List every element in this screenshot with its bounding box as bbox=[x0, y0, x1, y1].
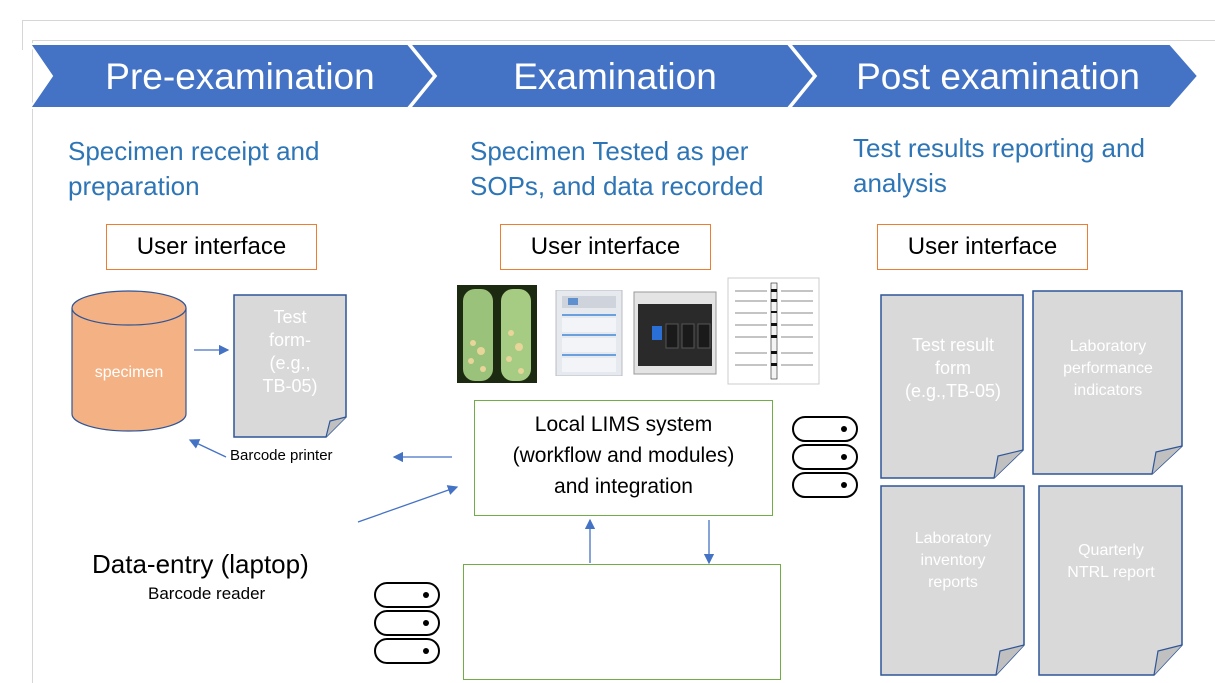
frame-inner-top-line bbox=[32, 40, 1215, 41]
stage-title-post-line1: Test results reporting and bbox=[853, 133, 1145, 163]
analyzer-image bbox=[555, 290, 623, 376]
test-result-line2: form bbox=[935, 358, 971, 378]
frame-left-line bbox=[32, 40, 33, 683]
lims-line1: Local LIMS system bbox=[534, 413, 713, 436]
test-result-line3: (e.g.,TB-05) bbox=[904, 381, 1002, 401]
performance-line3: indicators bbox=[1073, 382, 1143, 399]
lims-line3: and integration bbox=[554, 475, 693, 498]
genexpert-image bbox=[633, 291, 717, 375]
test-form-line3: (e.g., bbox=[269, 353, 311, 373]
test-form-text: Test form- (e.g., TB-05) bbox=[232, 306, 348, 398]
inventory-reports-document-icon bbox=[880, 485, 1025, 676]
ntrl-report-text: Quarterly NTRL report bbox=[1039, 540, 1183, 584]
data-entry-label: Data-entry (laptop) bbox=[92, 549, 309, 579]
performance-indicators-text: Laboratory performance indicators bbox=[1033, 336, 1183, 402]
frame-left-top-line bbox=[22, 20, 23, 50]
stage-title-pre-line1: Specimen receipt and bbox=[68, 136, 320, 166]
inventory-line1: Laboratory bbox=[914, 530, 992, 547]
chevron-pre-examination bbox=[30, 43, 436, 109]
stage-label-exam: Examination bbox=[513, 56, 717, 97]
inventory-reports-text: Laboratory inventory reports bbox=[881, 528, 1025, 594]
chevron-examination bbox=[407, 43, 816, 109]
stage-title-exam-line1: Specimen Tested as per bbox=[470, 136, 749, 166]
test-form-line2: form- bbox=[269, 330, 311, 350]
test-result-line1: Test result bbox=[911, 335, 995, 355]
database-icon-left bbox=[374, 582, 440, 664]
stage-title-post: Test results reporting and analysis bbox=[853, 131, 1145, 201]
lims-system-box: Local LIMS system (workflow and modules)… bbox=[474, 400, 773, 516]
culture-tubes-image bbox=[457, 285, 537, 383]
stage-title-pre-line2: preparation bbox=[68, 171, 200, 201]
stage-label-post: Post examination bbox=[856, 56, 1140, 97]
test-result-text: Test result form (e.g.,TB-05) bbox=[881, 334, 1025, 403]
performance-indicators-document-icon bbox=[1032, 290, 1183, 475]
frame-top-line bbox=[22, 20, 1215, 21]
stage-title-pre: Specimen receipt and preparation bbox=[68, 134, 319, 204]
specimen-label: specimen bbox=[94, 364, 164, 381]
ntrl-line1: Quarterly bbox=[1078, 542, 1144, 559]
line-probe-strip-image bbox=[727, 277, 820, 385]
user-interface-box-pre: User interface bbox=[106, 224, 317, 270]
chevron-post-examination bbox=[787, 43, 1200, 109]
ntrl-report-document-icon bbox=[1038, 485, 1183, 676]
test-form-line1: Test bbox=[273, 307, 307, 327]
inventory-line2: inventory bbox=[920, 552, 986, 569]
lims-line2: (workflow and modules) bbox=[512, 444, 735, 467]
test-form-document-icon bbox=[233, 294, 347, 438]
inventory-line3: reports bbox=[928, 574, 978, 591]
database-icon-right bbox=[792, 416, 858, 498]
ntrl-line2: NTRL report bbox=[1067, 564, 1155, 581]
stage-title-exam: Specimen Tested as per SOPs, and data re… bbox=[470, 134, 763, 204]
performance-line2: performance bbox=[1063, 360, 1153, 377]
test-form-line4: TB-05) bbox=[262, 376, 318, 396]
stage-label-pre: Pre-examination bbox=[105, 56, 375, 97]
process-chevrons bbox=[30, 43, 1200, 109]
performance-line1: Laboratory bbox=[1069, 338, 1147, 355]
stage-title-exam-line2: SOPs, and data recorded bbox=[470, 171, 764, 201]
barcode-reader-label: Barcode reader bbox=[148, 584, 266, 603]
user-interface-box-post: User interface bbox=[877, 224, 1088, 270]
specimen-database-icon bbox=[71, 290, 187, 432]
test-result-document-icon bbox=[880, 294, 1024, 479]
barcode-printer-label: Barcode printer bbox=[230, 447, 333, 464]
central-database-box bbox=[463, 564, 781, 680]
user-interface-box-exam: User interface bbox=[500, 224, 711, 270]
stage-title-post-line2: analysis bbox=[853, 168, 947, 198]
